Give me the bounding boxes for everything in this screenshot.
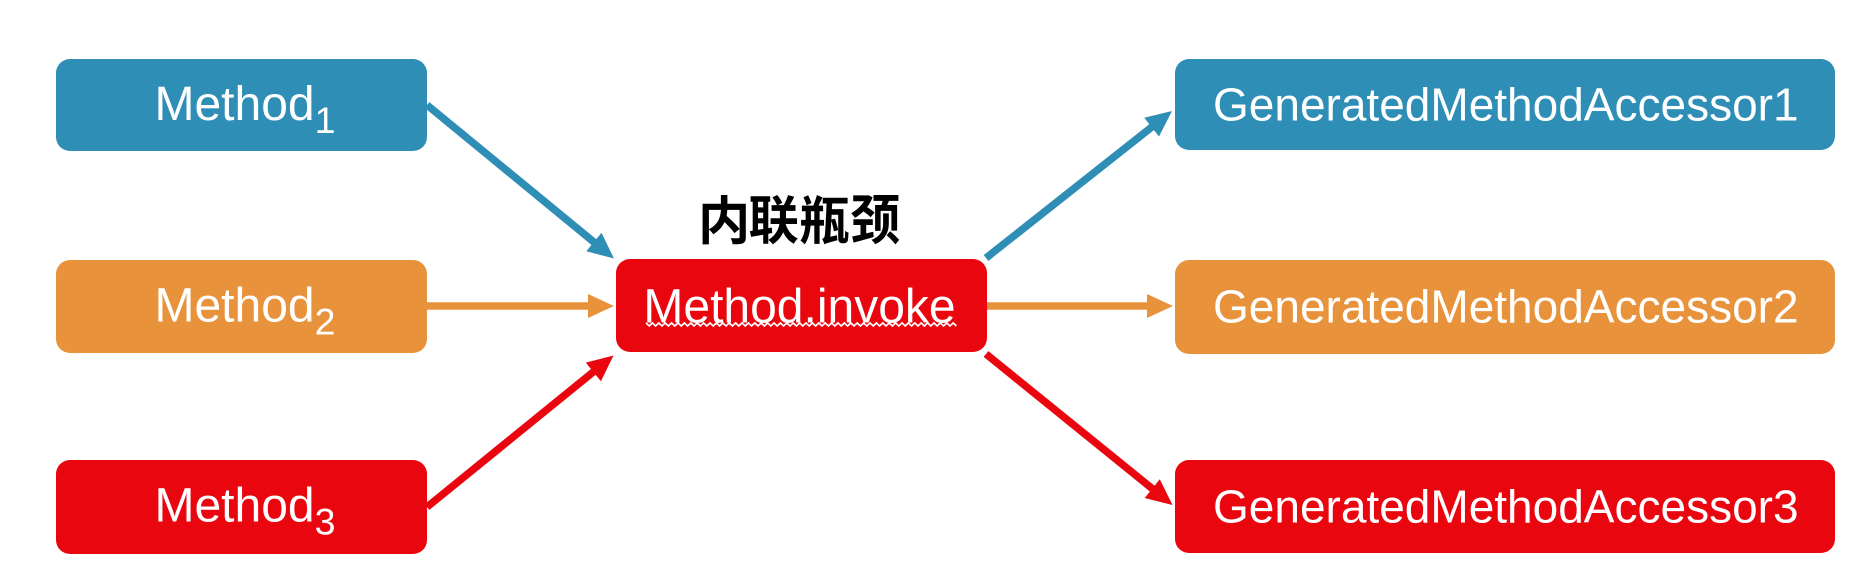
svg-text:GeneratedMethodAccessor3: GeneratedMethodAccessor3 [1213,481,1799,533]
svg-text:Method3: Method3 [155,480,336,543]
svg-text:Method1: Method1 [155,78,336,141]
svg-text:Method2: Method2 [155,280,336,343]
svg-text:GeneratedMethodAccessor1: GeneratedMethodAccessor1 [1213,79,1799,131]
svg-text:GeneratedMethodAccessor2: GeneratedMethodAccessor2 [1213,281,1799,333]
svg-text:Method.invoke: Method.invoke [643,281,955,334]
